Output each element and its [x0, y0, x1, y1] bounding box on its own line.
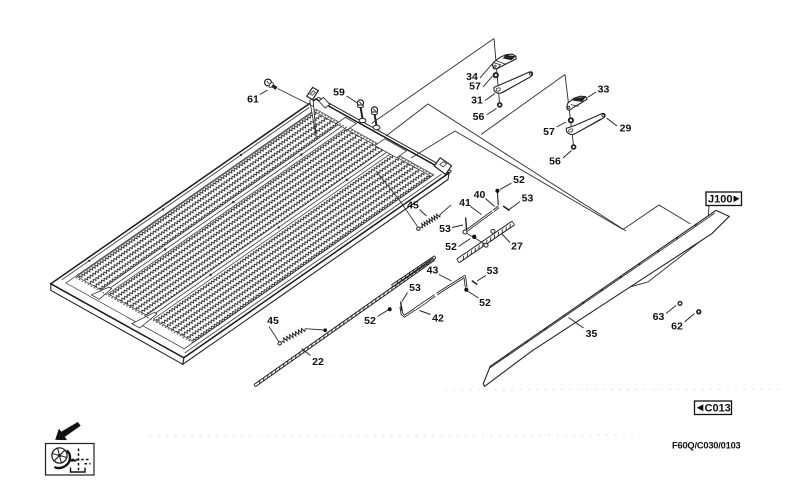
svg-text:42: 42 — [432, 312, 444, 324]
svg-text:56: 56 — [549, 155, 561, 167]
svg-text:41: 41 — [459, 197, 471, 209]
svg-text:57: 57 — [469, 80, 481, 92]
svg-text:52: 52 — [479, 297, 491, 309]
svg-text:33: 33 — [598, 83, 610, 95]
svg-text:J100: J100 — [708, 194, 732, 206]
svg-text:61: 61 — [247, 93, 259, 105]
svg-text:62: 62 — [671, 320, 683, 332]
svg-text:56: 56 — [473, 111, 485, 123]
svg-text:52: 52 — [445, 241, 457, 253]
svg-text:53: 53 — [487, 265, 499, 277]
svg-text:27: 27 — [511, 240, 523, 252]
svg-text:57: 57 — [543, 126, 555, 138]
svg-text:22: 22 — [312, 356, 324, 368]
svg-text:F60Q/C030/0103: F60Q/C030/0103 — [672, 441, 741, 451]
svg-text:59: 59 — [333, 86, 345, 98]
svg-text:29: 29 — [620, 122, 632, 134]
svg-text:53: 53 — [439, 223, 451, 235]
svg-text:63: 63 — [653, 311, 665, 323]
svg-text:52: 52 — [513, 174, 525, 186]
svg-text:35: 35 — [586, 328, 598, 340]
svg-text:34: 34 — [466, 71, 478, 83]
svg-text:43: 43 — [427, 264, 439, 276]
svg-text:C013: C013 — [705, 403, 731, 415]
svg-text:53: 53 — [409, 282, 421, 294]
svg-text:31: 31 — [471, 94, 483, 106]
svg-text:52: 52 — [364, 315, 376, 327]
svg-text:45: 45 — [267, 315, 279, 327]
svg-text:40: 40 — [474, 189, 486, 201]
svg-text:45: 45 — [407, 199, 419, 211]
svg-text:53: 53 — [522, 192, 534, 204]
